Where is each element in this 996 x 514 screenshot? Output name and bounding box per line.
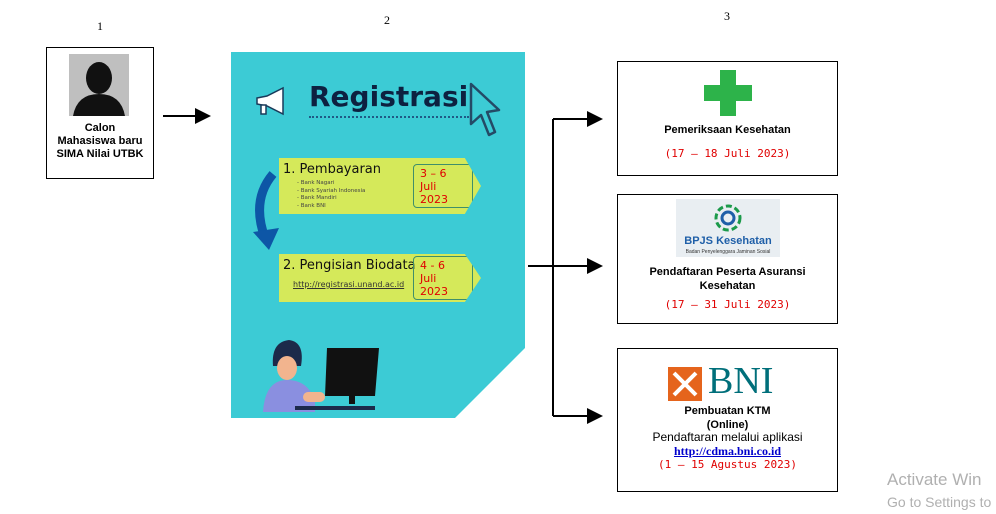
health-check-title: Pemeriksaan Kesehatan <box>664 124 791 136</box>
payment-banner: 1. Pembayaran - Bank Nagari - Bank Syari… <box>279 158 481 214</box>
bni-title: Pembuatan KTM (Online) <box>618 404 837 432</box>
step-number-2: 2 <box>384 13 390 27</box>
payment-date: 3 – 6 Juli 2023 <box>413 164 473 208</box>
biodata-url[interactable]: http://registrasi.unand.ac.id <box>293 280 405 289</box>
title-line: Pendaftaran Peserta Asuransi <box>649 266 806 278</box>
title-line: (Online) <box>706 419 749 431</box>
health-check-date: (17 – 18 Juli 2023) <box>664 147 791 160</box>
biodata-date: 4 - 6 Juli 2023 <box>413 256 473 300</box>
bank-item: - Bank Nagari <box>297 180 335 186</box>
label-line: Calon <box>84 122 116 134</box>
bank-item: - Bank Syariah Indonesia <box>297 187 366 194</box>
person-silhouette-icon <box>69 54 129 116</box>
poster-title: Registrasi <box>309 80 469 113</box>
date-line: 4 - 6 <box>420 259 445 272</box>
bank-item: - Bank Mandiri <box>297 195 337 201</box>
bpjs-date: (17 – 31 Juli 2023) <box>664 298 791 311</box>
bpjs-title: Pendaftaran Peserta Asuransi Kesehatan <box>618 265 837 293</box>
date-line: 3 – 6 <box>420 167 447 180</box>
green-cross-icon <box>704 70 752 116</box>
date-line: Juli 2023 <box>420 272 448 298</box>
bpjs-logo: BPJS Kesehatan Badan Penyelenggara Jamin… <box>676 199 780 257</box>
new-student-label: Calon Mahasiswa baru SIMA Nilai UTBK <box>47 122 153 161</box>
biodata-banner: 2. Pengisian Biodata http://registrasi.u… <box>279 254 481 302</box>
bni-link[interactable]: http://cdma.bni.co.id <box>673 444 781 458</box>
bni-box: BNI Pembuatan KTM (Online) Pendaftaran m… <box>617 348 838 492</box>
bank-item: - Bank BNI <box>297 202 326 209</box>
bank-list: - Bank Nagari - Bank Syariah Indonesia -… <box>297 180 365 210</box>
bni-date: (1 – 15 Agustus 2023) <box>657 458 798 471</box>
title-line: Kesehatan <box>699 280 756 292</box>
biodata-title: 2. Pengisian Biodata <box>283 258 416 273</box>
monitor-icon <box>325 348 379 404</box>
title-dotted-line <box>309 116 469 118</box>
bpjs-box: BPJS Kesehatan Badan Penyelenggara Jamin… <box>617 194 838 324</box>
person-at-computer-illustration <box>263 340 375 412</box>
step-number-3: 3 <box>724 9 730 23</box>
label-line: Mahasiswa baru <box>57 135 143 147</box>
cursor-arrow-icon <box>469 82 501 137</box>
page-fold-corner <box>455 348 525 418</box>
bni-emblem-icon <box>668 367 702 401</box>
new-student-box: Calon Mahasiswa baru SIMA Nilai UTBK <box>46 47 154 179</box>
bni-subtitle: Pendaftaran melalui aplikasi <box>652 430 803 444</box>
step-number-1: 1 <box>97 19 103 33</box>
bni-logo-text: BNI <box>708 360 774 402</box>
activate-windows-settings-hint: Go to Settings to <box>887 494 992 510</box>
bni-logo: BNI <box>668 360 792 405</box>
curved-arrow-icon <box>253 171 279 250</box>
activate-windows-watermark: Activate Win <box>887 470 982 489</box>
bpjs-logo-subtext: Badan Penyelenggara Jaminan Sosial <box>685 249 771 255</box>
bpjs-emblem-icon <box>714 204 742 232</box>
payment-title: 1. Pembayaran <box>283 162 382 177</box>
bpjs-logo-text: BPJS Kesehatan <box>684 235 772 247</box>
megaphone-icon <box>256 86 284 116</box>
label-line: SIMA Nilai UTBK <box>56 148 144 160</box>
registration-poster: Registrasi 1. Pembayaran - Bank Nagari -… <box>231 52 525 418</box>
title-line: Pembuatan KTM <box>684 405 771 417</box>
date-line: Juli 2023 <box>420 180 448 206</box>
health-check-box: Pemeriksaan Kesehatan (17 – 18 Juli 2023… <box>617 61 838 176</box>
